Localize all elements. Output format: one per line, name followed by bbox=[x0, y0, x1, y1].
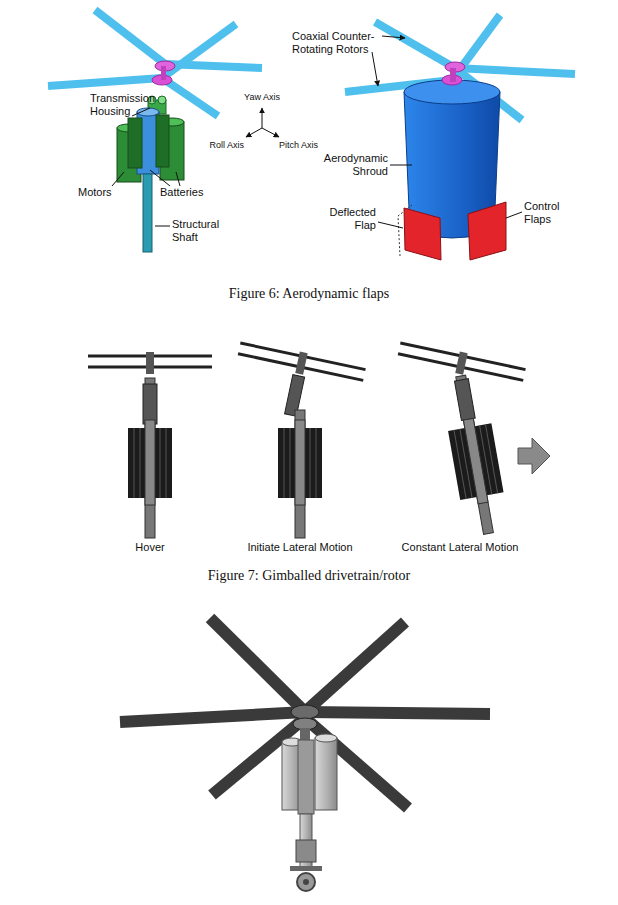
part-label: Motors bbox=[78, 186, 128, 199]
figure-caption: Figure 6: Aerodynamic flaps bbox=[109, 286, 509, 302]
grey-render bbox=[120, 618, 490, 891]
figure-caption: Figure 7: Gimballed drivetrain/rotor bbox=[109, 568, 509, 584]
exposed-vehicle bbox=[48, 10, 262, 252]
part-label: Coaxial Counter-Rotating Rotors bbox=[292, 30, 388, 55]
axis-label: Pitch Axis bbox=[279, 140, 329, 150]
part-label: Batteries bbox=[160, 186, 220, 199]
axis-label: Roll Axis bbox=[194, 140, 244, 150]
gimbal-sequence bbox=[88, 339, 550, 538]
part-label: Control Flaps bbox=[524, 200, 584, 225]
part-label: Aerodynamic Shroud bbox=[308, 152, 388, 177]
part-label: Structural Shaft bbox=[172, 218, 232, 243]
axis-label: Yaw Axis bbox=[232, 92, 292, 102]
part-label: Transmission Housing bbox=[90, 92, 170, 117]
state-label: Initiate Lateral Motion bbox=[225, 541, 375, 554]
state-label: Constant Lateral Motion bbox=[385, 541, 535, 554]
state-label: Hover bbox=[90, 541, 210, 554]
part-label: Deflected Flap bbox=[316, 206, 376, 231]
axis-triad bbox=[246, 108, 279, 137]
